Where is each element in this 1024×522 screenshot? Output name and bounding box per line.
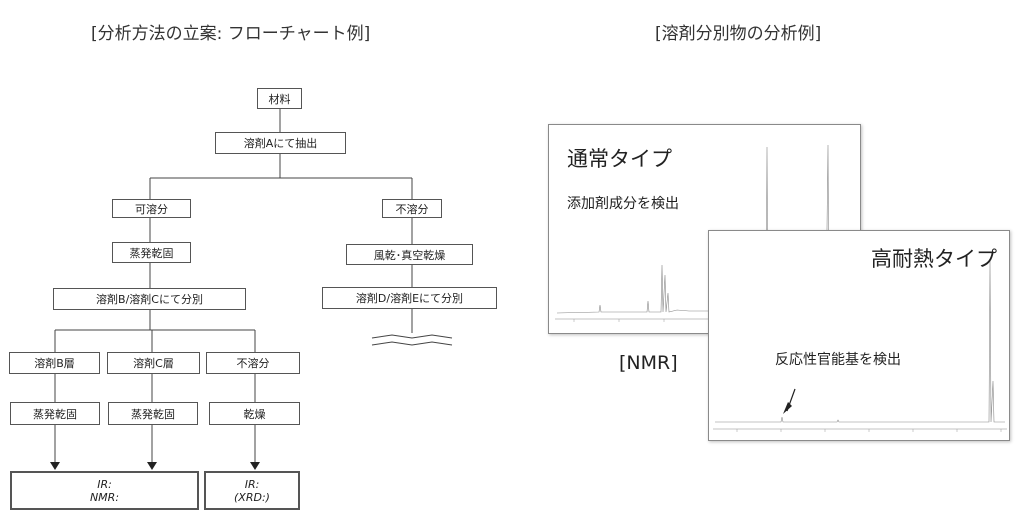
result-ir-xrd-box: IR: (XRD:) (204, 471, 300, 510)
separate-bc-box: 溶剤B/溶剤Cにて分別 (53, 288, 246, 310)
dry-box: 乾燥 (209, 402, 300, 425)
heat-resistant-annotation: 反応性官能基を検出 (775, 352, 901, 368)
insoluble2-box: 不溶分 (206, 352, 300, 374)
analysis-heading: [溶剤分別物の分析例] (655, 24, 822, 44)
heat-resistant-spectrum-trace (713, 260, 1007, 432)
normal-type-annotation: 添加剤成分を検出 (567, 196, 679, 212)
layer-b-box: 溶剤B層 (9, 352, 100, 374)
evaporate-b-box: 蒸発乾固 (10, 402, 100, 425)
result-xrd-label: (XRD:) (234, 490, 270, 504)
result-nmr-label: NMR: (89, 490, 120, 504)
extract-box: 溶剤Aにて抽出 (215, 132, 346, 154)
evaporate-box: 蒸発乾固 (112, 242, 191, 263)
normal-type-title: 通常タイプ (567, 147, 672, 171)
result-ir-nmr-box: IR: NMR: (10, 471, 199, 510)
nmr-spectrum-heat-resistant (708, 230, 1010, 441)
result-ir2-label: IR: (244, 477, 260, 491)
heat-resistant-type-title: 高耐熱タイプ (871, 247, 997, 271)
result-ir-label: IR: (97, 477, 112, 491)
nmr-label: [NMR] (619, 352, 678, 374)
material-box: 材料 (257, 88, 302, 109)
flowchart-heading: [分析方法の立案: フローチャート例] (91, 24, 371, 44)
evaporate-c-box: 蒸発乾固 (108, 402, 198, 425)
layer-c-box: 溶剤C層 (107, 352, 200, 374)
separate-de-box: 溶剤D/溶剤Eにて分別 (322, 287, 497, 309)
soluble-box: 可溶分 (112, 199, 191, 218)
insoluble-box: 不溶分 (382, 199, 442, 218)
air-vacuum-dry-box: 風乾･真空乾燥 (346, 244, 473, 265)
